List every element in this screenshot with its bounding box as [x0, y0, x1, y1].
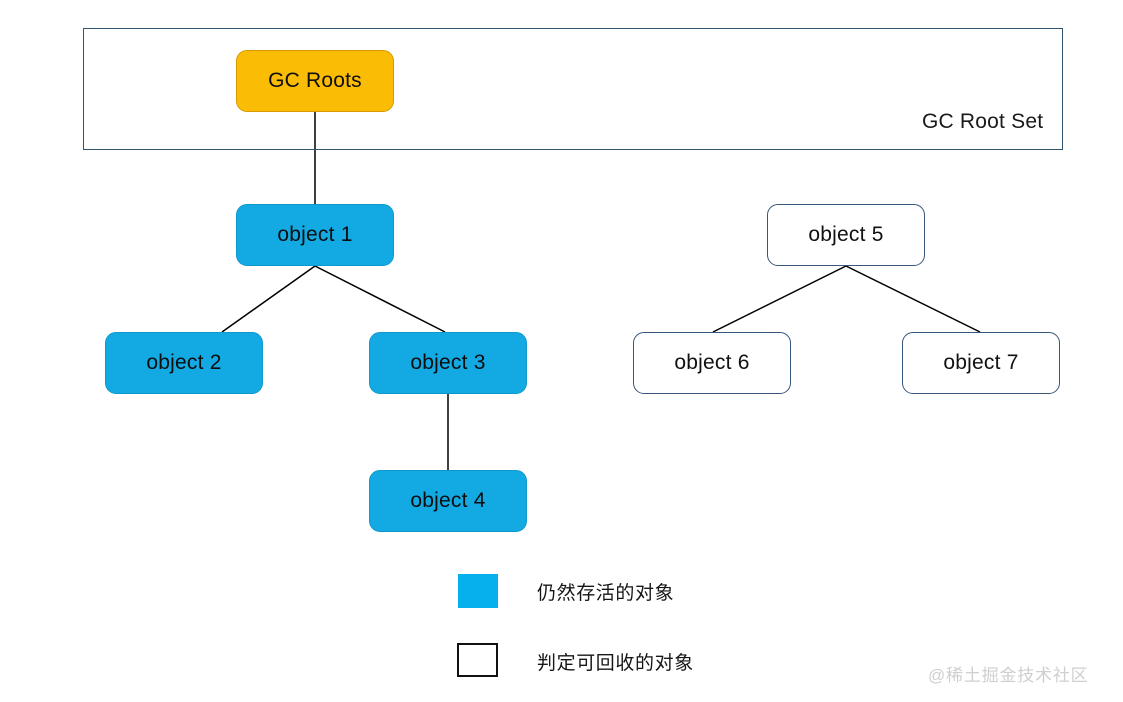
node-object-6[interactable]: object 6	[633, 332, 791, 394]
edge-object-1-to-object-2	[221, 265, 316, 333]
node-label-gc-roots: GC Roots	[268, 69, 362, 92]
legend-label-alive: 仍然存活的对象	[537, 583, 675, 604]
node-label-object-5: object 5	[808, 223, 884, 246]
node-object-5[interactable]: object 5	[767, 204, 925, 266]
node-object-1[interactable]: object 1	[236, 204, 394, 266]
edge-object-5-to-object-7	[845, 265, 981, 333]
node-label-object-1: object 1	[277, 223, 353, 246]
node-label-object-4: object 4	[410, 489, 486, 512]
node-gc-roots[interactable]: GC Roots	[236, 50, 394, 112]
edge-object-5-to-object-6	[712, 265, 847, 333]
watermark: @稀土掘金技术社区	[928, 666, 1089, 685]
node-object-7[interactable]: object 7	[902, 332, 1060, 394]
node-label-object-2: object 2	[146, 351, 222, 374]
gc-root-set-label: GC Root Set	[922, 110, 1044, 133]
node-label-object-7: object 7	[943, 351, 1019, 374]
node-object-4[interactable]: object 4	[369, 470, 527, 532]
legend-swatch-alive	[458, 574, 498, 608]
node-label-object-6: object 6	[674, 351, 750, 374]
edge-object-1-to-object-3	[314, 265, 446, 333]
legend-swatch-collectable	[457, 643, 498, 677]
node-object-3[interactable]: object 3	[369, 332, 527, 394]
legend-label-collectable: 判定可回收的对象	[537, 653, 694, 674]
node-label-object-3: object 3	[410, 351, 486, 374]
gc-root-set-frame	[83, 28, 1063, 150]
node-object-2[interactable]: object 2	[105, 332, 263, 394]
